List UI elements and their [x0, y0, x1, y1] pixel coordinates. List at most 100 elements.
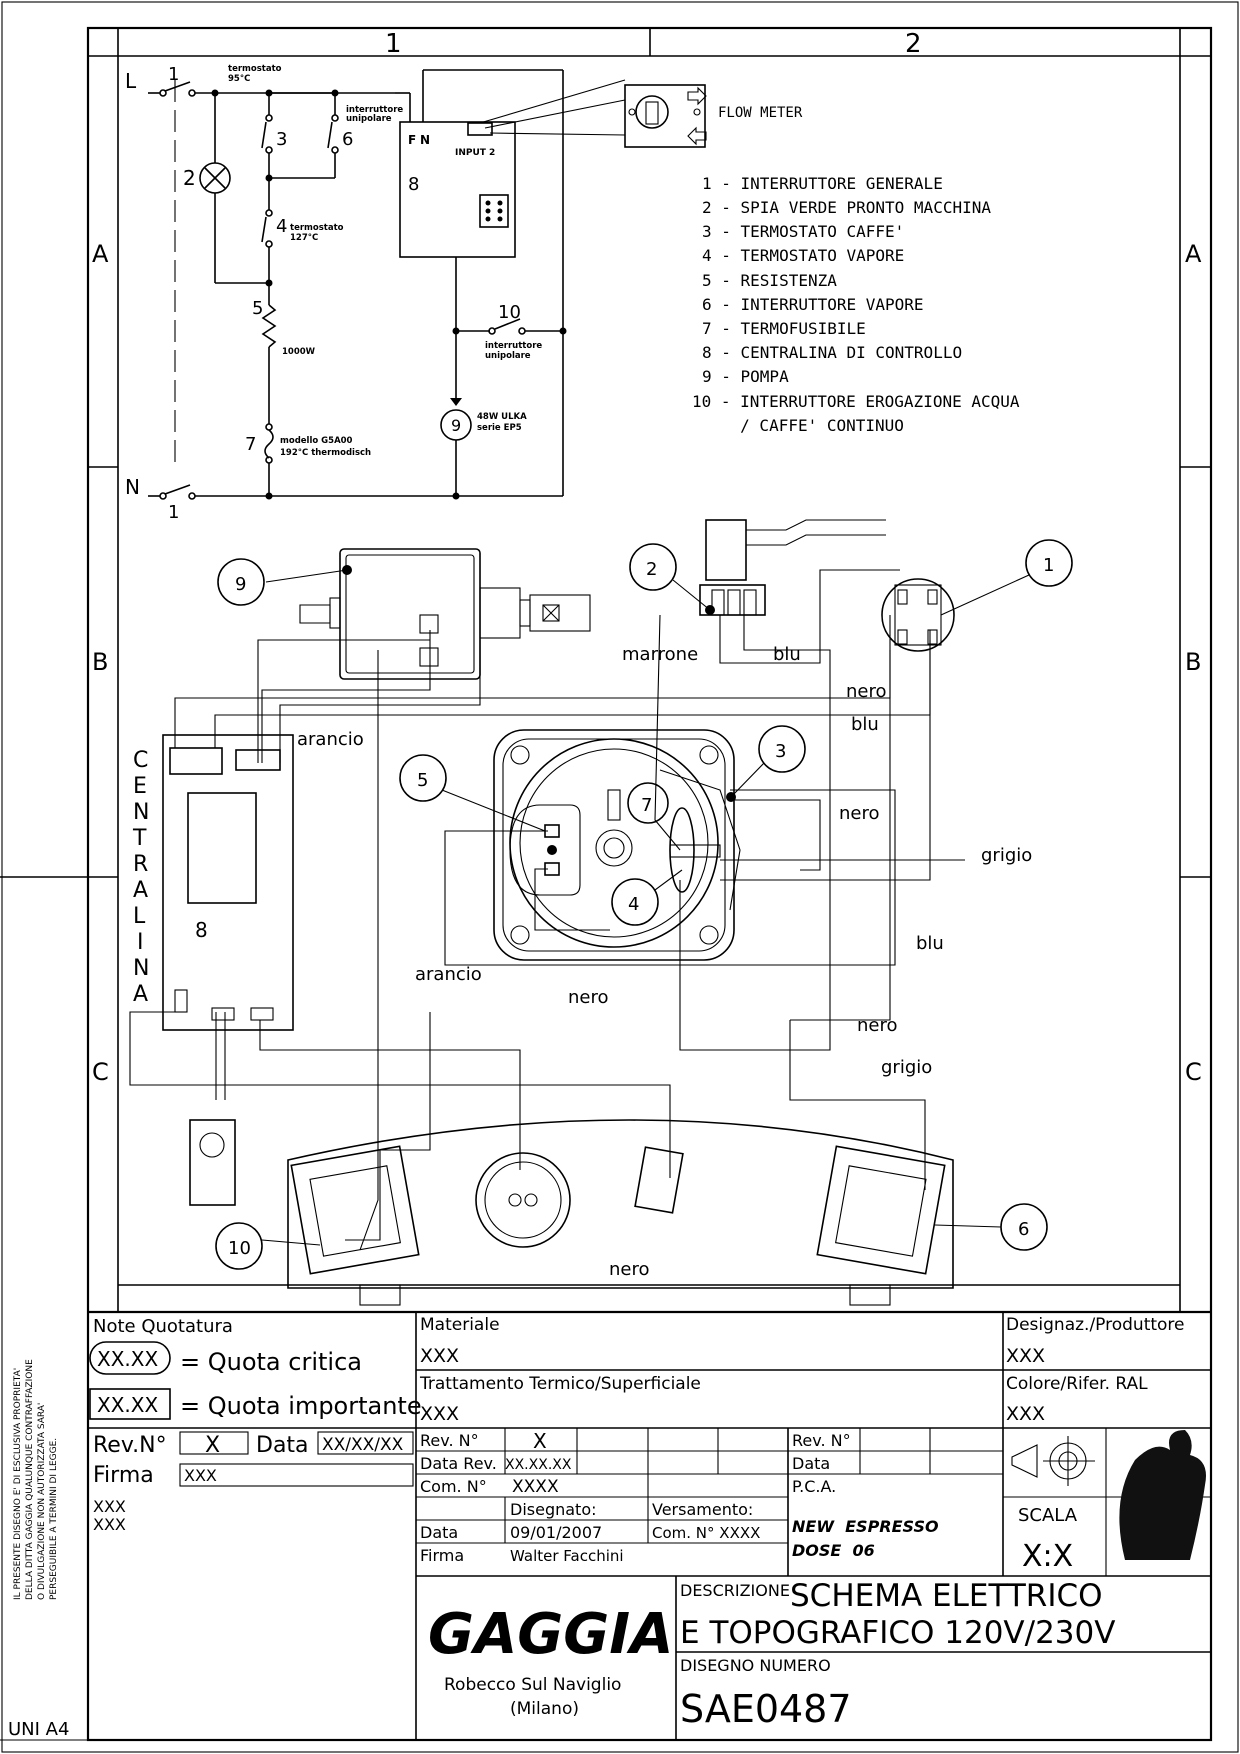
trattamento-label: Trattamento Termico/Superficiale: [419, 1374, 701, 1394]
centralina-letter: A: [133, 878, 148, 903]
wire-label-grigio: grigio: [881, 1057, 932, 1078]
legend-item-9: 9 - POMPA: [702, 367, 789, 386]
data-right: Data: [792, 1454, 830, 1473]
centralina-letter: L: [133, 904, 146, 929]
schematic: [148, 69, 707, 500]
descrizione-label: DESCRIZIONE: [680, 1581, 790, 1600]
scala-label: SCALA: [1018, 1505, 1078, 1526]
wire-label-nero: nero: [846, 681, 887, 702]
centralina-letter: N: [133, 800, 149, 825]
grid-row-a-left: A: [92, 240, 109, 268]
quota-importante-box: XX.XX: [97, 1393, 158, 1417]
wire-label-nero: nero: [609, 1259, 650, 1280]
sch-num-10: 10: [498, 302, 521, 323]
centralina-letter: E: [133, 774, 147, 799]
sch-num-6: 6: [342, 129, 353, 150]
descrizione-subtitle: E TOPOGRAFICO 120V/230V: [680, 1615, 1115, 1651]
label-interruttore-6b: unipolare: [346, 114, 392, 124]
model-name: NEW ESPRESSO: [792, 1517, 939, 1536]
data2-value: 09/01/2007: [510, 1523, 602, 1542]
flow-meter-label: FLOW METER: [718, 105, 803, 121]
side-note-line-4: PERSEGUIBILE A TERMINI DI LEGGE.: [49, 1438, 59, 1600]
centralina-letter: T: [132, 826, 147, 851]
legend-item-6: 6 - INTERRUTTORE VAPORE: [702, 295, 924, 314]
callout-2: 2: [646, 559, 657, 580]
rev-n-right: Rev. N°: [792, 1431, 851, 1450]
grid-row-c-right: C: [1185, 1058, 1202, 1086]
wire-label-blu: blu: [773, 644, 801, 665]
data2-label: Data: [420, 1523, 458, 1542]
topographic-layout: [129, 519, 1073, 1306]
firma-value: XXX: [184, 1466, 217, 1485]
sch-num-2: 2: [183, 166, 196, 190]
disegno-label: DISEGNO NUMERO: [680, 1656, 831, 1675]
legend-item-2: 2 - SPIA VERDE PRONTO MACCHINA: [702, 198, 991, 217]
wire-label-nero: nero: [568, 987, 609, 1008]
side-note-line-1: IL PRESENTE DISEGNO E' DI ESCLUSIVA PROP…: [13, 1368, 23, 1600]
firma2-label: Firma: [420, 1546, 464, 1565]
quota-critica: = Quota critica: [180, 1348, 362, 1376]
wire-label-marrone: marrone: [622, 644, 698, 665]
rev-n-value: X: [533, 1429, 547, 1453]
rev-value: X: [205, 1433, 220, 1458]
sch-num-1a: 1: [168, 64, 179, 85]
sch-num-3: 3: [276, 129, 287, 150]
sch-num-4: 4: [276, 216, 287, 237]
side-note-line-3: O DIVULGAZIONE NON AUTORIZZATA SARA': [37, 1403, 47, 1600]
quota-importante: = Quota importante: [180, 1392, 422, 1420]
label-termofusibile-b: 192°C thermodisch: [280, 448, 371, 458]
materiale-value: XXX: [420, 1345, 459, 1367]
drawing-number: SAE0487: [680, 1687, 852, 1731]
centralina-letter: R: [133, 852, 148, 877]
sch-num-7: 7: [245, 434, 256, 455]
legend-item-5: 5 - RESISTENZA: [702, 271, 837, 290]
centralina-number: 8: [195, 918, 208, 942]
centralina-letter: I: [137, 930, 144, 955]
label-interruttore-10b: unipolare: [485, 351, 531, 361]
grid-row-a-right: A: [1185, 240, 1202, 268]
centralina-vertical-label: C E N T R A L I N A: [132, 748, 149, 1007]
wire-label-blu: blu: [851, 714, 879, 735]
grid-col-2: 2: [905, 29, 922, 59]
grid-col-1: 1: [385, 29, 402, 59]
sch-num-1b: 1: [168, 502, 179, 523]
legend-item-7: 7 - TERMOFUSIBILE: [702, 319, 866, 338]
location-line-1: Robecco Sul Naviglio: [444, 1675, 621, 1695]
grid-row-b-left: B: [92, 648, 108, 676]
component-legend: 1 - INTERRUTTORE GENERALE 2 - SPIA VERDE…: [692, 174, 1020, 435]
data-rev-label: Data Rev.: [420, 1454, 497, 1473]
grid-row-b-right: B: [1185, 648, 1201, 676]
sch-num-5: 5: [252, 298, 263, 319]
label-pompa: 48W ULKA: [477, 412, 527, 422]
rev-n-label: Rev. N°: [420, 1431, 479, 1450]
data-label: Data: [256, 1433, 309, 1458]
callout-1: 1: [1043, 555, 1054, 576]
callout-6: 6: [1018, 1219, 1029, 1240]
designaz-label: Designaz./Produttore: [1006, 1315, 1185, 1335]
firma2-value: Walter Facchini: [510, 1547, 624, 1565]
com-n-value: XXXX: [512, 1477, 559, 1497]
sch-num-9: 9: [451, 416, 461, 435]
colore-label: Colore/Rifer. RAL: [1006, 1374, 1148, 1394]
callout-3: 3: [775, 741, 786, 762]
legend-item-10b: / CAFFE' CONTINUO: [692, 416, 904, 435]
firma-label: Firma: [93, 1463, 154, 1488]
legend-item-1: 1 - INTERRUTTORE GENERALE: [702, 174, 943, 193]
versamento-label: Versamento:: [652, 1500, 753, 1519]
label-termostato-95-temp: 95°C: [228, 74, 250, 84]
brand-logo: GAGGIA: [428, 1602, 673, 1667]
descrizione-title: SCHEMA ELETTRICO: [790, 1578, 1103, 1614]
xxx-line-2: XXX: [93, 1515, 126, 1534]
quota-critica-box: XX.XX: [97, 1347, 158, 1371]
legend-item-10: 10 - INTERRUTTORE EROGAZIONE ACQUA: [692, 392, 1020, 411]
data-value: XX/XX/XX: [322, 1435, 404, 1455]
line-L-label: L: [125, 69, 137, 93]
label-termostato-95: termostato: [228, 64, 282, 74]
callout-4: 4: [628, 894, 639, 915]
wire-label-nero: nero: [857, 1015, 898, 1036]
centralina-letter: C: [133, 748, 148, 773]
copyright-side-note: IL PRESENTE DISEGNO E' DI ESCLUSIVA PROP…: [13, 1359, 59, 1600]
ctrl-N-label: N: [420, 133, 430, 147]
